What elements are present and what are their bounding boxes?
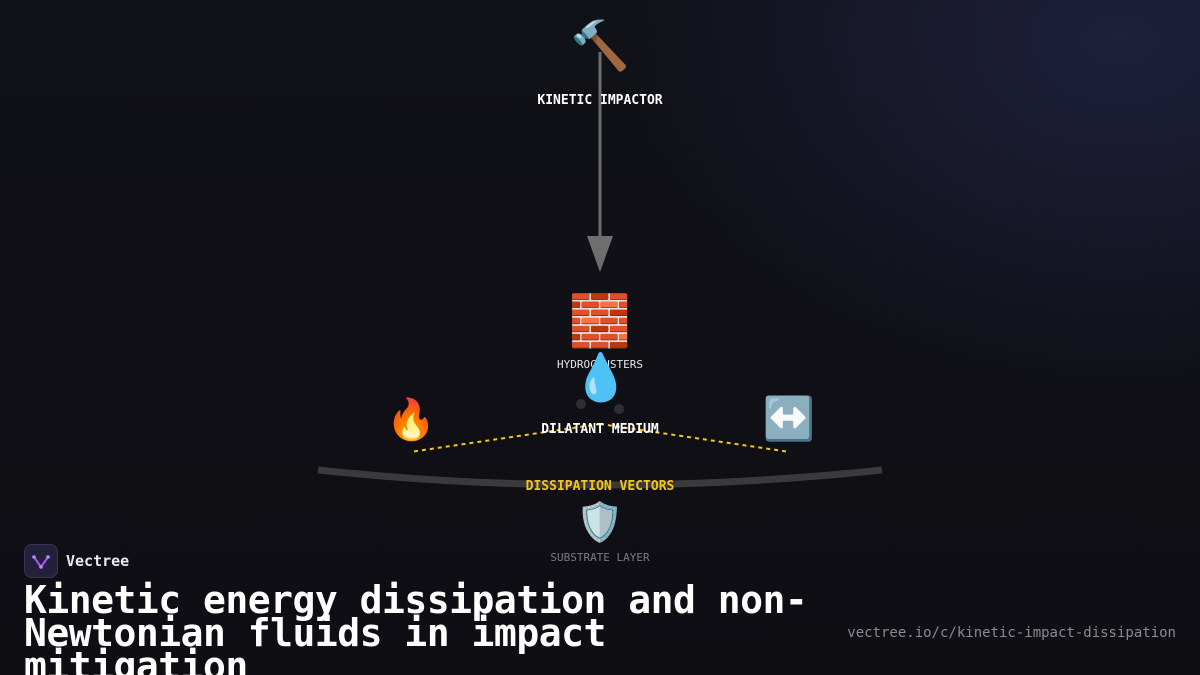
- diagram: 🔨 KINETIC IMPACTOR 🧱 HYDROCLUSTERS 💧 DIL…: [317, 18, 883, 564]
- medium-label: DILATANT MEDIUM: [541, 422, 659, 437]
- dissipation-vector-right: [599, 423, 791, 453]
- particle-dot: [614, 404, 624, 414]
- left-right-arrow-icon: ↔️: [762, 394, 816, 443]
- dissipation-vector-left: [409, 423, 601, 453]
- brick-icon: 🧱: [568, 292, 632, 350]
- fire-icon: 🔥: [386, 397, 436, 443]
- particle-dot: [576, 399, 586, 409]
- source-url[interactable]: vectree.io/c/kinetic-impact-dissipation: [847, 625, 1176, 641]
- impactor-label: KINETIC IMPACTOR: [537, 93, 663, 108]
- hammer-icon: 🔨: [570, 18, 630, 74]
- droplet-icon: 💧: [572, 350, 630, 404]
- impact-arrow-head: [587, 236, 613, 272]
- vectree-logo-icon: [24, 544, 58, 578]
- brand: Vectree: [24, 544, 129, 578]
- substrate-label: SUBSTRATE LAYER: [550, 551, 650, 564]
- dissipation-label: DISSIPATION VECTORS: [525, 479, 675, 494]
- shield-icon: 🛡️: [576, 500, 624, 544]
- vectree-logo-glyph: [32, 555, 50, 569]
- substrate-curve: [317, 466, 883, 489]
- diagram-connectors: [317, 52, 883, 489]
- hydroclusters-label: HYDROCLUSTERS: [556, 358, 644, 371]
- page-title: Kinetic energy dissipation and non-Newto…: [24, 578, 808, 675]
- brand-name: Vectree: [66, 552, 130, 570]
